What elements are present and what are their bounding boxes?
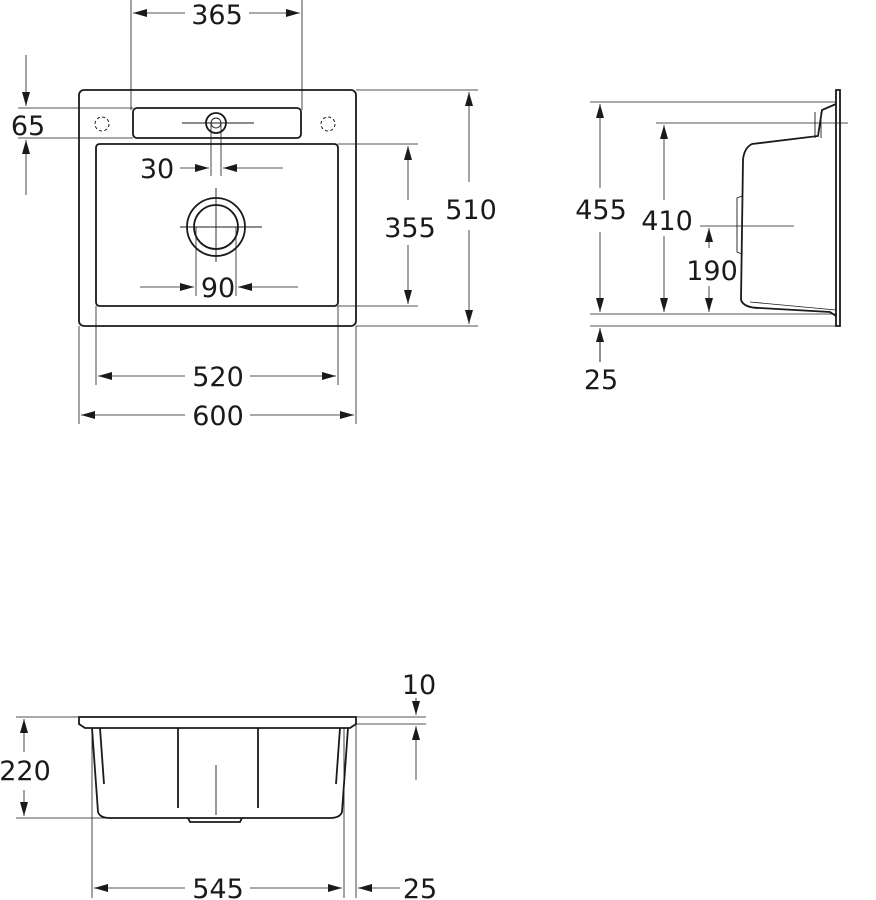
- dim-tap-spacing: 365: [191, 0, 243, 31]
- dim-bowl-width: 520: [192, 362, 244, 393]
- tap-ledge: [132, 107, 302, 139]
- sink-outline-top: [78, 89, 357, 327]
- dim-rim: 25: [584, 365, 618, 396]
- drain-front: [187, 817, 243, 823]
- bowl-outline-top: [95, 143, 339, 307]
- dim-tap-hole: 30: [140, 154, 174, 185]
- bowl-profile-side: [740, 103, 837, 317]
- side-view: 455 410 190 25: [575, 89, 848, 396]
- rim-front: [78, 716, 357, 729]
- bowl-front: [91, 727, 349, 819]
- top-view: 365 65 30 90 355 510: [11, 0, 497, 432]
- dim-drain-height: 190: [686, 256, 738, 287]
- dim-drain: 90: [201, 273, 235, 304]
- mounting-hole-left: [94, 116, 110, 132]
- dim-width: 545: [192, 874, 244, 900]
- dim-bowl-depth: 355: [384, 213, 436, 244]
- dim-overall-depth: 510: [445, 195, 497, 226]
- dim-offset: 25: [403, 874, 437, 900]
- sink-profile-side: [835, 89, 841, 327]
- dim-inner: 410: [641, 206, 693, 237]
- dim-bowl-height: 220: [0, 756, 51, 787]
- dim-height: 455: [575, 195, 627, 226]
- front-view: 10 220 545 25: [0, 670, 437, 900]
- dim-rim-thickness: 10: [402, 670, 436, 701]
- dim-overall-width: 600: [192, 401, 244, 432]
- mounting-hole-right: [320, 116, 336, 132]
- dim-tap-ledge: 65: [11, 111, 45, 142]
